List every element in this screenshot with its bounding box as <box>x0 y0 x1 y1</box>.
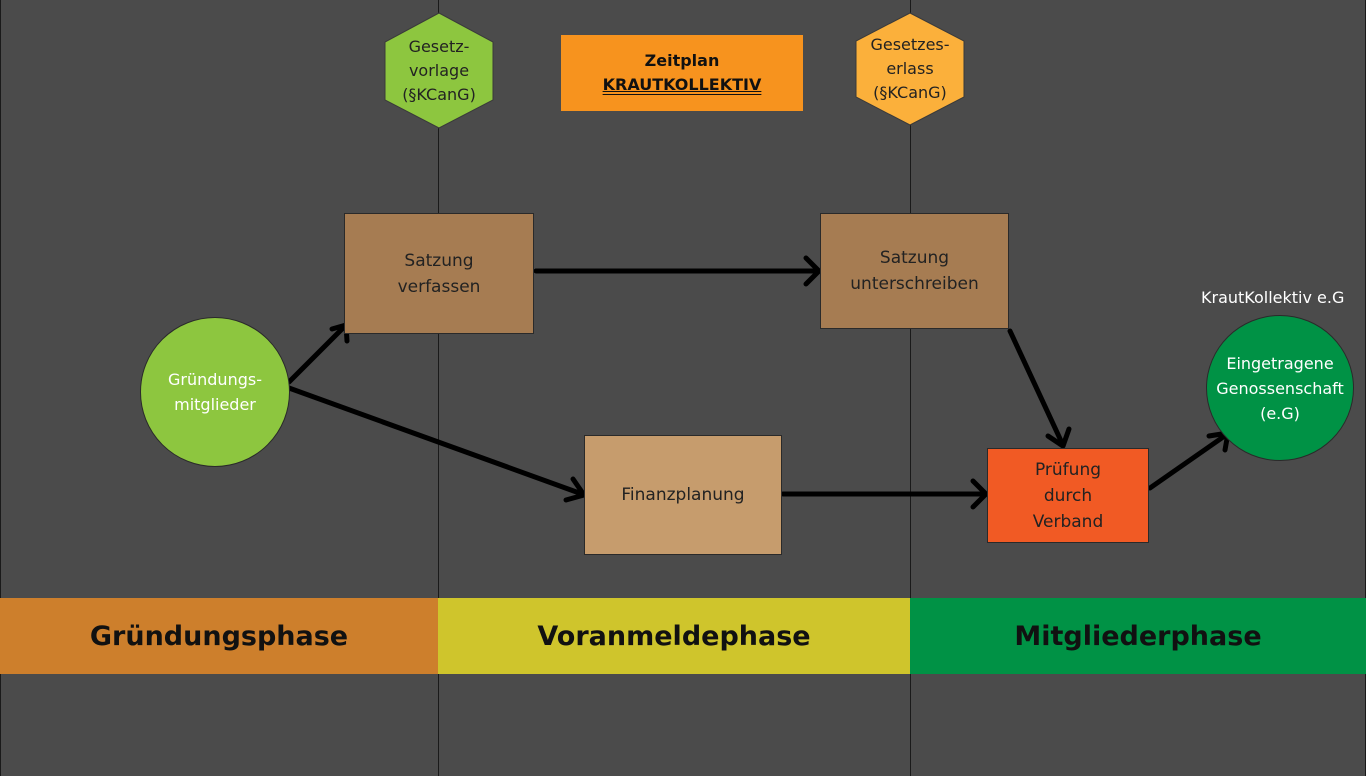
node-gruendungsmitglieder-line-2: mitglieder <box>174 395 256 414</box>
hexagon-gesetzvorlage-line-2: vorlage <box>408 60 470 80</box>
node-pruefung: Prüfung durch Verband <box>987 448 1149 543</box>
phase-mitgliederphase: Mitgliederphase <box>910 598 1366 674</box>
node-satzung-verfassen-line-1: Satzung <box>404 250 474 271</box>
node-gruendungsmitglieder: Gründungs- mitglieder <box>140 317 290 467</box>
arrowhead-pruefung-left <box>970 478 989 510</box>
node-satzung-unterschreiben-line-1: Satzung <box>879 248 950 268</box>
node-finanzplanung-label: Finanzplanung <box>621 485 745 505</box>
title-box: Zeitplan KRAUTKOLLEKTIV <box>561 35 803 111</box>
phase-mitgliederphase-label: Mitgliederphase <box>1014 620 1262 652</box>
phase-voranmeldephase-label: Voranmeldephase <box>537 620 811 652</box>
node-gruendungsmitglieder-line-1: Gründungs- <box>168 370 262 389</box>
arrowhead-pruefung-top <box>1045 426 1072 449</box>
arrow-to-satzung-verfassen <box>286 324 347 385</box>
node-genossenschaft-line-1: Eingetragene <box>1226 353 1334 373</box>
node-pruefung-line-3: Verband <box>1032 511 1104 532</box>
phase-voranmeldephase: Voranmeldephase <box>438 598 910 674</box>
node-pruefung-line-2: durch <box>1043 485 1093 506</box>
hexagon-gesetzeserlass-line-2: erlass <box>886 59 934 78</box>
hexagon-gesetzeserlass: Gesetzes- erlass (§KCanG) <box>854 12 966 126</box>
hexagon-gesetzvorlage-shape <box>384 12 494 129</box>
node-finanzplanung: Finanzplanung <box>584 435 782 555</box>
node-satzung-unterschreiben-line-2: unterschreiben <box>850 274 979 294</box>
node-satzung-verfassen-line-2: verfassen <box>397 276 481 297</box>
title-line-1: Zeitplan <box>644 51 720 70</box>
node-satzung-unterschreiben: Satzung unterschreiben <box>820 213 1009 329</box>
title-line-2: KRAUTKOLLEKTIV <box>602 75 762 94</box>
hexagon-gesetzvorlage: Gesetz- vorlage (§KCanG) <box>383 12 495 129</box>
node-pruefung-line-1: Prüfung <box>1034 459 1102 480</box>
phase-gruendungsphase-label: Gründungsphase <box>89 620 349 652</box>
phase-gruendungsphase: Gründungsphase <box>0 598 438 674</box>
genossenschaft-caption: KrautKollektiv e.G <box>1201 288 1345 307</box>
arrow-to-pruefung-top <box>1007 328 1065 446</box>
arrow-to-finanzplanung <box>286 385 585 497</box>
left-border <box>0 0 1 776</box>
arrowhead-satzung-unterschreiben <box>803 255 822 287</box>
hexagon-gesetzeserlass-shape <box>855 12 965 126</box>
node-genossenschaft-line-2: Genossenschaft <box>1216 378 1344 398</box>
phase-divider-2 <box>910 0 911 776</box>
hexagon-gesetzvorlage-line-1: Gesetz- <box>408 36 470 56</box>
node-satzung-verfassen: Satzung verfassen <box>344 213 534 334</box>
node-genossenschaft-line-3: (e.G) <box>1260 403 1300 423</box>
phase-divider-1 <box>438 0 439 776</box>
node-genossenschaft: Eingetragene Genossenschaft (e.G) <box>1206 315 1354 461</box>
hexagon-gesetzvorlage-line-3: (§KCanG) <box>402 84 476 104</box>
hexagon-gesetzeserlass-line-1: Gesetzes- <box>870 35 950 54</box>
hexagon-gesetzeserlass-line-3: (§KCanG) <box>873 83 947 102</box>
arrow-to-genossenschaft <box>1147 432 1229 491</box>
